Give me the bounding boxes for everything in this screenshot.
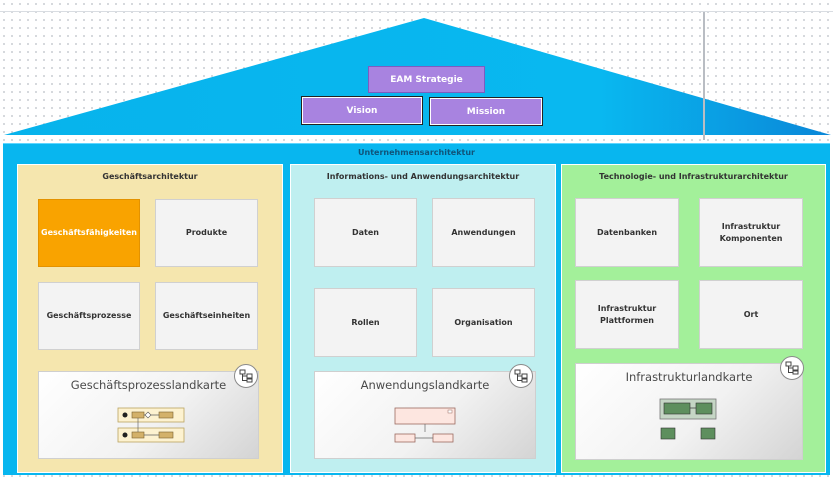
- diagram-link-icon[interactable]: [234, 364, 258, 388]
- business-architecture-section[interactable]: Geschäftsarchitektur Geschäftsfähigkeite…: [17, 164, 283, 473]
- hierarchy-icon: [785, 361, 799, 375]
- section-title: Technologie- und Infrastrukturarchitektu…: [599, 172, 788, 181]
- technology-architecture-section[interactable]: Technologie- und Infrastrukturarchitektu…: [561, 164, 826, 473]
- section-title: Informations- und Anwendungsarchitektur: [326, 172, 520, 181]
- infrastructure-map-diagram[interactable]: Infrastrukturlandkarte: [575, 363, 803, 460]
- enterprise-architecture-panel[interactable]: Unternehmensarchitektur Geschäftsarchite…: [3, 143, 830, 475]
- eam-strategy-box[interactable]: EAM Strategie: [368, 66, 485, 93]
- location-box[interactable]: Ort: [699, 280, 803, 349]
- application-map-diagram[interactable]: Anwendungslandkarte: [314, 371, 536, 459]
- application-map-thumbnail-icon: [394, 407, 456, 443]
- infrastructure-map-thumbnail-icon: [659, 398, 717, 440]
- organisation-box[interactable]: Organisation: [432, 288, 535, 357]
- eam-strategy-label: EAM Strategie: [390, 74, 463, 85]
- diagram-link-icon[interactable]: [780, 356, 804, 380]
- hierarchy-icon: [239, 369, 253, 383]
- business-units-box[interactable]: Geschäftseinheiten: [155, 282, 258, 350]
- diagram-link-icon[interactable]: [509, 364, 533, 388]
- infrastructure-components-box[interactable]: Infrastruktur Komponenten: [699, 198, 803, 267]
- databases-box[interactable]: Datenbanken: [575, 198, 679, 267]
- section-title: Geschäftsarchitektur: [102, 172, 198, 181]
- diagram-title: Geschäftsprozesslandkarte: [70, 378, 227, 392]
- canvas-divider-line: [703, 12, 705, 140]
- information-architecture-section[interactable]: Informations- und Anwendungsarchitektur …: [290, 164, 556, 473]
- infrastructure-platforms-box[interactable]: Infrastruktur Plattformen: [575, 280, 679, 349]
- mission-box[interactable]: Mission: [429, 97, 543, 126]
- applications-box[interactable]: Anwendungen: [432, 198, 535, 267]
- vision-box[interactable]: Vision: [301, 96, 423, 125]
- process-map-diagram[interactable]: Geschäftsprozesslandkarte: [38, 371, 259, 459]
- data-box[interactable]: Daten: [314, 198, 417, 267]
- roles-box[interactable]: Rollen: [314, 288, 417, 357]
- products-box[interactable]: Produkte: [155, 199, 258, 267]
- business-processes-box[interactable]: Geschäftsprozesse: [38, 282, 140, 350]
- mission-label: Mission: [466, 106, 506, 117]
- hierarchy-icon: [514, 369, 528, 383]
- enterprise-architecture-title: Unternehmensarchitektur: [358, 148, 475, 157]
- diagram-title: Anwendungslandkarte: [360, 378, 490, 392]
- process-map-thumbnail-icon: [117, 407, 185, 443]
- canvas-top-border: [0, 11, 833, 12]
- capabilities-box[interactable]: Geschäftsfähigkeiten: [38, 199, 140, 267]
- diagram-title: Infrastrukturlandkarte: [625, 370, 753, 384]
- vision-label: Vision: [346, 105, 378, 116]
